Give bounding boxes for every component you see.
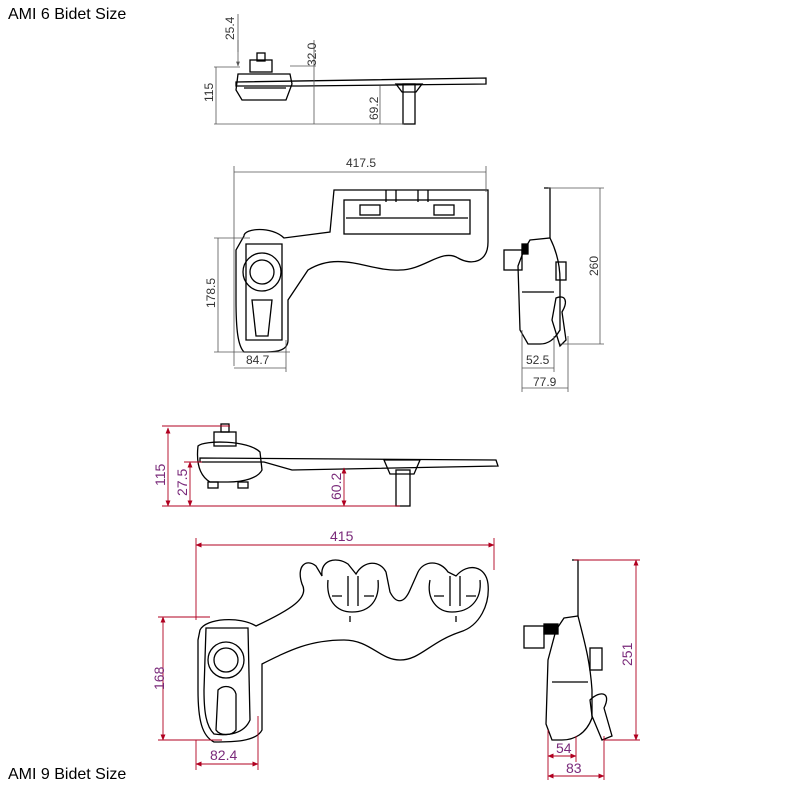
ami9-end-dimensions xyxy=(547,559,640,780)
ami6-end-height: 260 xyxy=(587,256,601,276)
ami6-title: AMI 6 Bidet Size xyxy=(8,6,127,23)
ami6-top-view xyxy=(235,189,489,353)
ami9-top-height: 168 xyxy=(151,666,167,690)
ami6-end-d2: 77.9 xyxy=(533,375,557,389)
ami9-title: AMI 9 Bidet Size xyxy=(8,766,127,783)
ami6-top-knob: 84.7 xyxy=(246,353,270,367)
ami9-top-view xyxy=(197,559,489,743)
ami6-side-view xyxy=(235,52,487,125)
ami9-end-d2: 83 xyxy=(566,760,582,776)
ami6-top-dimensions xyxy=(214,166,487,372)
ami6-side-d2: 32.0 xyxy=(305,42,319,66)
ami6-end-view xyxy=(503,187,567,348)
ami9-end-d1: 54 xyxy=(556,740,572,756)
ami9-side-view xyxy=(196,423,499,507)
ami9-end-height: 251 xyxy=(619,642,635,666)
ami6-side-d1: 25.4 xyxy=(223,16,237,40)
ami9-side-d3: 60.2 xyxy=(328,473,344,500)
ami6-side-d3: 115 xyxy=(202,83,216,102)
ami9-side-d2: 27.5 xyxy=(174,469,190,496)
ami6-end-dimensions xyxy=(521,187,604,392)
ami6-side-d4: 69.2 xyxy=(367,96,381,120)
ami6-top-height: 178.5 xyxy=(204,278,218,308)
ami9-side-dimensions xyxy=(162,425,400,507)
ami9-top-dimensions xyxy=(158,538,495,770)
ami9-side-d1: 115 xyxy=(152,463,168,486)
ami6-end-d1: 52.5 xyxy=(526,353,550,367)
ami9-end-view xyxy=(523,559,613,741)
ami6-top-width: 417.5 xyxy=(346,156,376,170)
ami6-side-dimensions xyxy=(214,14,404,125)
ami9-top-width: 415 xyxy=(330,528,354,544)
ami9-top-knob: 82.4 xyxy=(210,747,237,763)
